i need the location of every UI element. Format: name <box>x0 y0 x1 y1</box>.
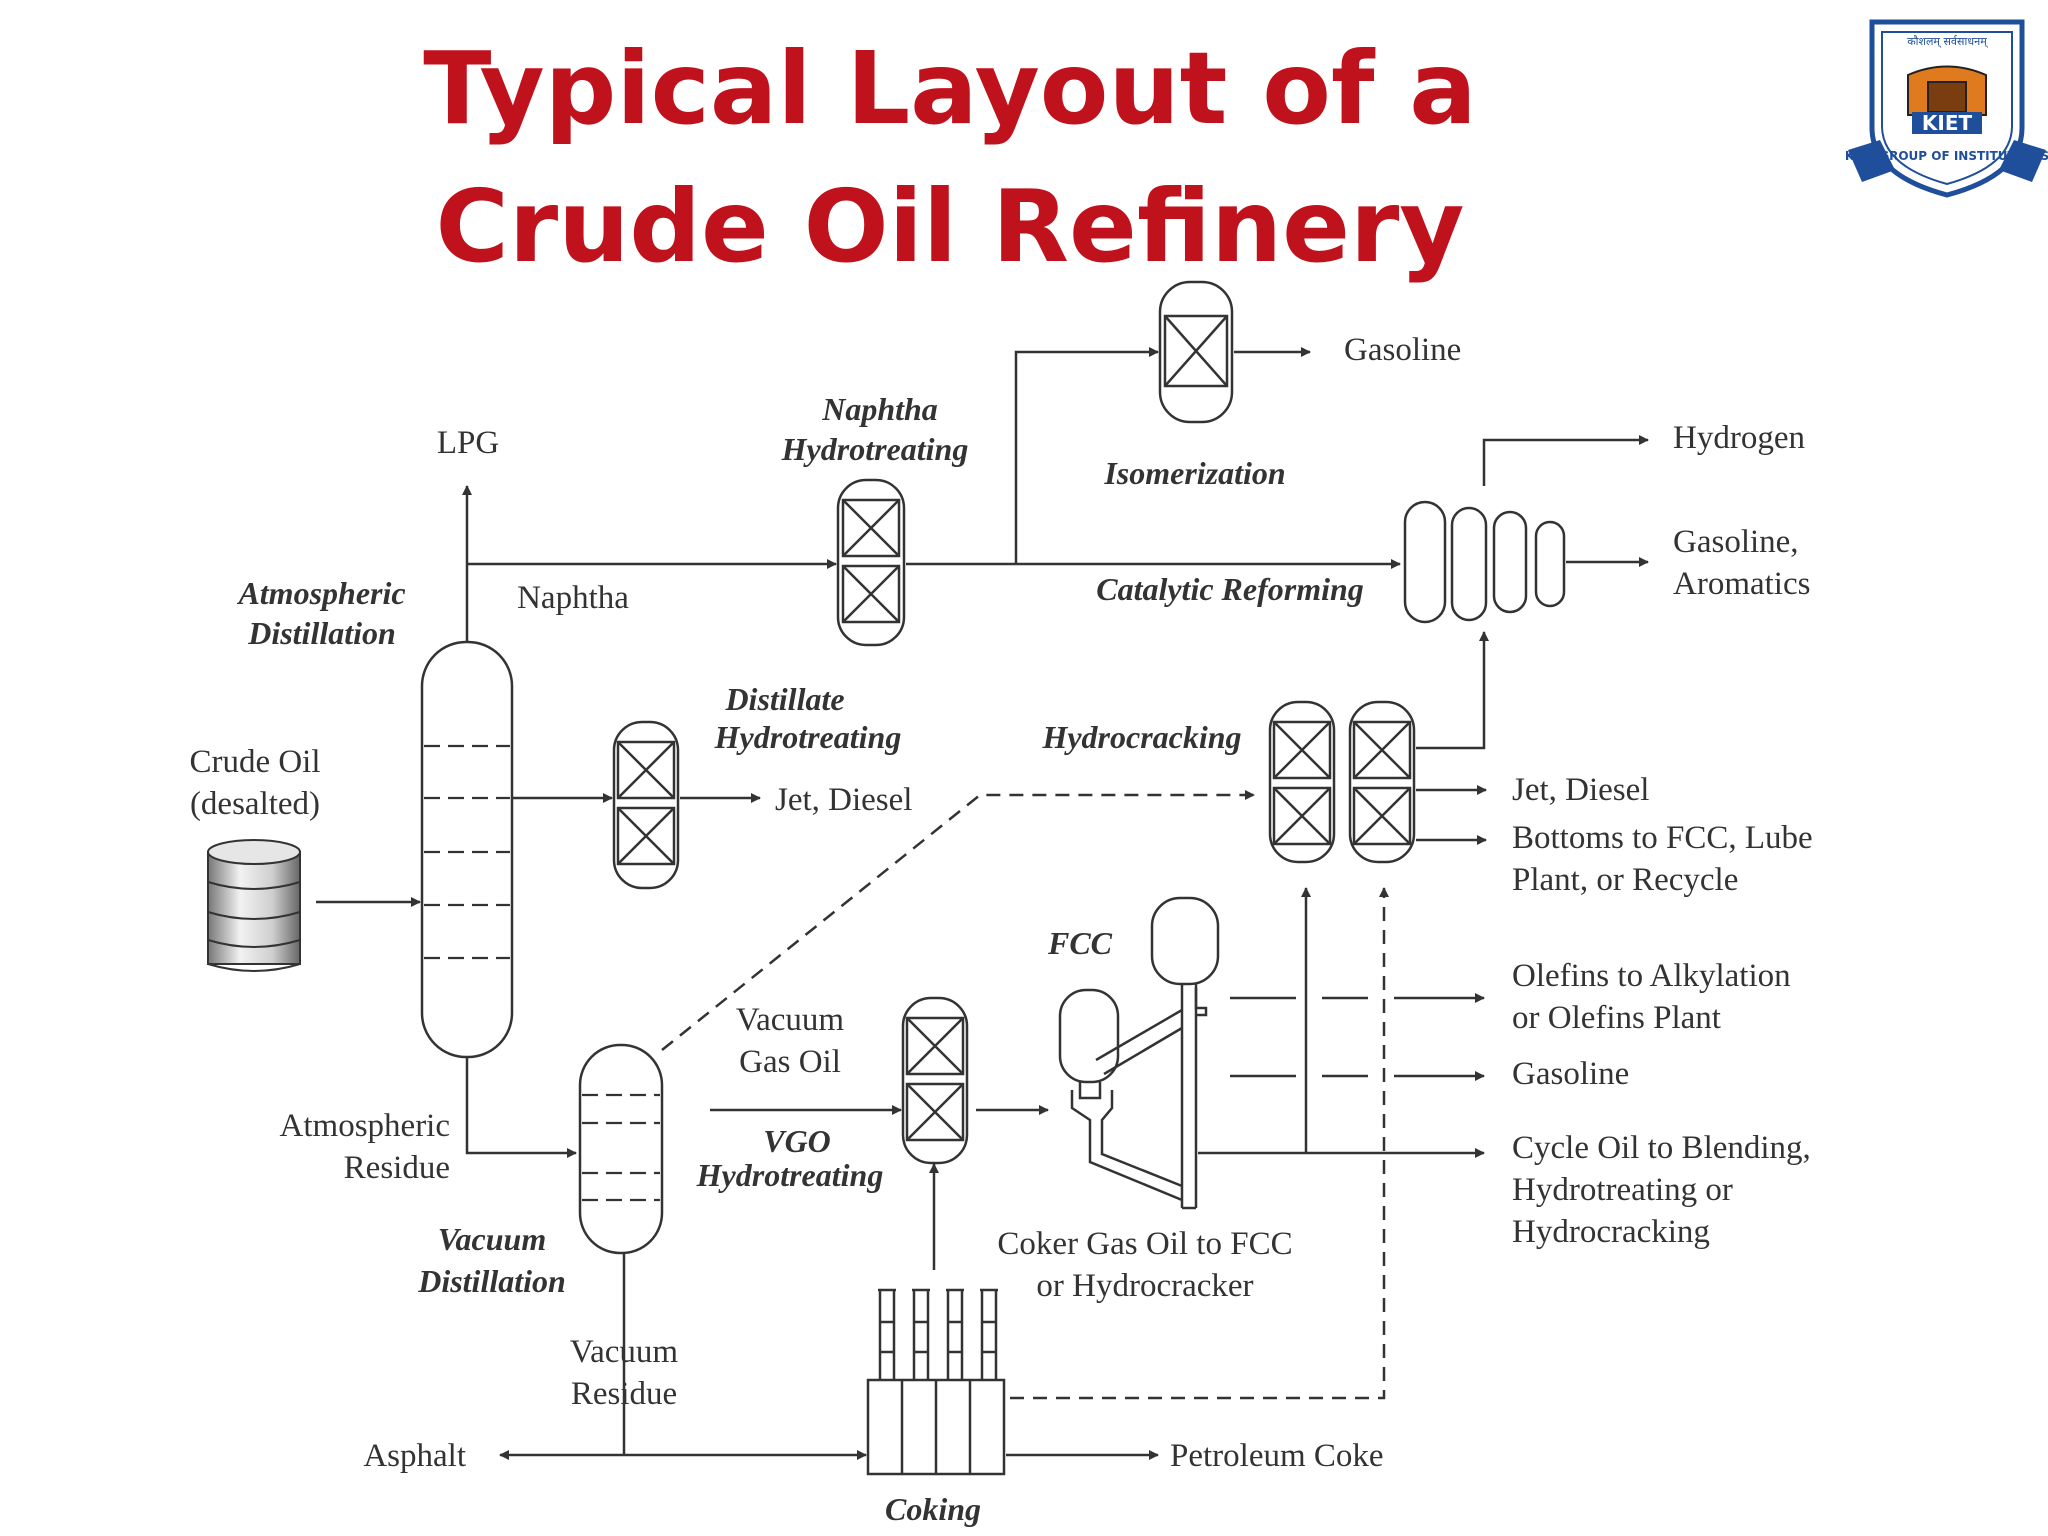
stream-gasoline-aromatics-1: Gasoline, <box>1673 524 1799 560</box>
dashed-flow-lines <box>661 790 1389 1400</box>
stream-vacuum-residue-2: Residue <box>571 1376 677 1412</box>
stream-cycle-oil-3: Hydrocracking <box>1512 1214 1710 1250</box>
stream-atmospheric-residue-2: Residue <box>344 1150 450 1186</box>
vgo-hydrotreater <box>901 996 969 1165</box>
coking-drums <box>866 1288 1006 1476</box>
stream-vacuum-gas-oil-1: Vacuum <box>736 1002 844 1038</box>
page-title: Typical Layout of a Crude Oil Refinery <box>0 20 1900 296</box>
stream-petroleum-coke: Petroleum Coke <box>1170 1438 1384 1474</box>
stream-hydrogen: Hydrogen <box>1673 420 1805 456</box>
naphtha-hydrotreater <box>836 478 906 647</box>
stream-bottoms-1: Bottoms to FCC, Lube <box>1512 820 1813 856</box>
stream-gasoline-aromatics-2: Aromatics <box>1673 566 1810 602</box>
stream-olefins-2: or Olefins Plant <box>1512 1000 1721 1036</box>
label-naphtha-hydrotreating-1: Naphtha <box>821 391 938 427</box>
stream-gasoline-isomerate: Gasoline <box>1344 332 1461 368</box>
atmospheric-column <box>420 640 514 1059</box>
label-naphtha-hydrotreating-2: Hydrotreating <box>781 431 969 467</box>
label-fcc: FCC <box>1047 925 1113 961</box>
label-hydrocracking: Hydrocracking <box>1041 719 1241 755</box>
stream-gasoline-fcc: Gasoline <box>1512 1056 1629 1092</box>
label-isomerization: Isomerization <box>1103 455 1285 491</box>
stream-olefins-1: Olefins to Alkylation <box>1512 958 1791 994</box>
stream-asphalt: Asphalt <box>363 1438 466 1474</box>
logo-badge: KIET <box>1922 111 1973 135</box>
stream-naphtha: Naphtha <box>517 580 629 616</box>
stream-crude-oil-2: (desalted) <box>190 786 320 822</box>
stream-coker-gas-oil-1: Coker Gas Oil to FCC <box>997 1226 1292 1262</box>
stream-atmospheric-residue-1: Atmospheric <box>280 1108 450 1144</box>
label-vgo-hydrotreating-1: VGO <box>763 1123 831 1159</box>
label-atmospheric-distillation-2: Distillation <box>247 615 396 651</box>
stream-coker-gas-oil-2: or Hydrocracker <box>1036 1268 1253 1304</box>
isomerization-reactor <box>1158 280 1234 424</box>
flow-lines <box>316 347 1649 1460</box>
label-distillate-hydrotreating-2: Hydrotreating <box>714 719 902 755</box>
label-coking: Coking <box>885 1491 981 1527</box>
hydrocracking-reactors <box>1268 700 1416 864</box>
title-line-1: Typical Layout of a <box>423 30 1477 147</box>
reforming-reactors <box>1403 500 1566 624</box>
stream-vacuum-gas-oil-2: Gas Oil <box>739 1044 841 1080</box>
stream-crude-oil-1: Crude Oil <box>189 744 320 780</box>
kiet-logo: कौशलम् सर्वसाधनम् KIET KIET GROUP OF INS… <box>1845 19 2048 198</box>
fcc-unit <box>1058 896 1220 1210</box>
vacuum-column <box>578 1043 664 1255</box>
stream-bottoms-2: Plant, or Recycle <box>1512 862 1738 898</box>
stream-lpg: LPG <box>437 425 499 461</box>
stream-cycle-oil-2: Hydrotreating or <box>1512 1172 1733 1208</box>
distillate-hydrotreater <box>612 720 680 890</box>
label-vgo-hydrotreating-2: Hydrotreating <box>696 1157 884 1193</box>
crude-oil-tank <box>207 839 301 972</box>
stream-cycle-oil-1: Cycle Oil to Blending, <box>1512 1130 1811 1166</box>
stream-vacuum-residue-1: Vacuum <box>570 1334 678 1370</box>
label-catalytic-reforming: Catalytic Reforming <box>1096 571 1364 607</box>
stream-jet-diesel-distillate: Jet, Diesel <box>775 782 912 818</box>
label-vacuum-distillation-1: Vacuum <box>438 1221 546 1257</box>
label-atmospheric-distillation-1: Atmospheric <box>236 575 405 611</box>
title-line-2: Crude Oil Refinery <box>435 168 1465 285</box>
label-vacuum-distillation-2: Distillation <box>417 1263 566 1299</box>
stream-jet-diesel-hydrocracking: Jet, Diesel <box>1512 772 1649 808</box>
logo-motto: कौशलम् सर्वसाधनम् <box>1907 35 1989 48</box>
label-distillate-hydrotreating-1: Distillate <box>724 681 844 717</box>
logo-ring-text: KIET GROUP OF INSTITUTIONS <box>1845 149 2048 163</box>
